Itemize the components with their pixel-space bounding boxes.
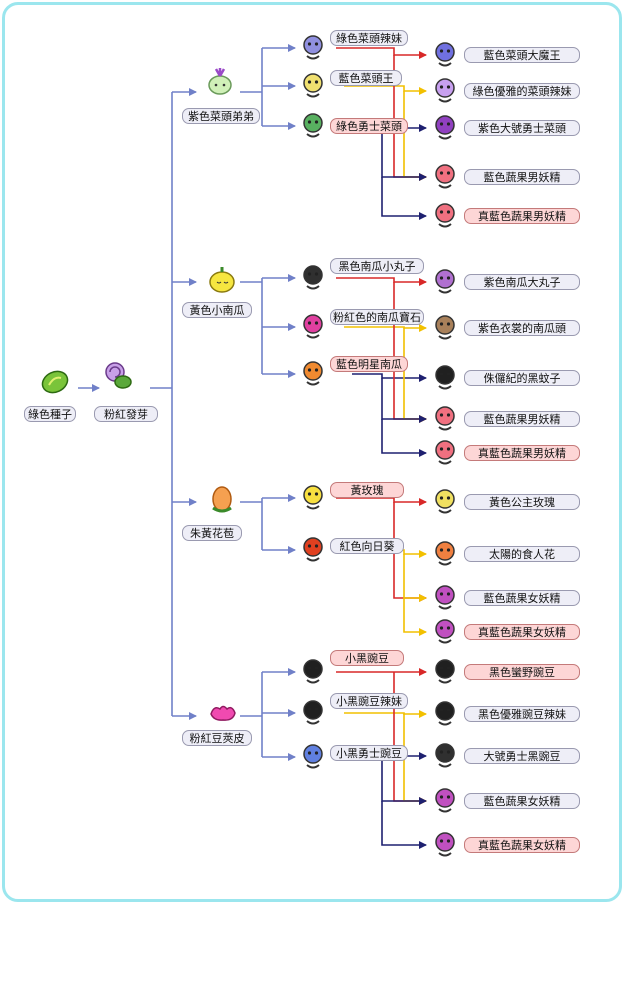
- branch-1-result-1-label: 藍色菜頭大魔王: [464, 47, 580, 63]
- branch-4-result-5-icon: [435, 832, 455, 857]
- branch-3-child-2-label: 紅色向日葵: [330, 538, 404, 554]
- branch-2-result-5-icon: [435, 440, 455, 465]
- branch-2-result-1-icon: [435, 269, 455, 294]
- branch-1-result-2-label: 綠色優雅的菜頭辣妹: [464, 83, 580, 99]
- branch-3-result-2-icon: [435, 541, 455, 566]
- branch-4-result-1-label: 黑色蠻野豌豆: [464, 664, 580, 680]
- sprout-label: 粉紅發芽: [94, 406, 158, 422]
- branch-1-result-4-icon: [435, 164, 455, 189]
- branch-2-result-2-icon: [435, 315, 455, 340]
- branch-2-result-4-icon: [435, 406, 455, 431]
- branch-1-child-1-label: 綠色菜頭辣妹: [330, 30, 408, 46]
- branch-1-result-3-label: 紫色大號勇士菜頭: [464, 120, 580, 136]
- branch-2-child-2-icon: [303, 314, 323, 339]
- branch-1-result-5-icon: [435, 203, 455, 228]
- branch-4-child-2-label: 小黑豌豆辣妹: [330, 693, 408, 709]
- branch-1-label: 紫色菜頭弟弟: [182, 108, 260, 124]
- connector-line: [403, 554, 427, 602]
- connector-line: [381, 177, 427, 220]
- branch-1-result-5-label: 真藍色蔬果男妖精: [464, 208, 580, 224]
- connector-line: [403, 598, 427, 636]
- branch-3-result-1-label: 黃色公主玫瑰: [464, 494, 580, 510]
- branch-4-result-4-label: 藍色蔬果女妖精: [464, 793, 580, 809]
- branch-2-result-4-label: 藍色蔬果男妖精: [464, 411, 580, 427]
- connector-line: [403, 714, 427, 805]
- branch-2-child-1-label: 黑色南瓜小丸子: [330, 258, 424, 274]
- branch-2-result-3-label: 侏儸紀的黑蚊子: [464, 370, 580, 386]
- connector-line: [336, 277, 427, 286]
- branch-4-result-1-icon: [435, 659, 455, 684]
- branch-3-result-3-label: 藍色蔬果女妖精: [464, 590, 580, 606]
- branch-4-result-4-icon: [435, 788, 455, 813]
- branch-2-result-3-icon: [435, 365, 455, 390]
- branch-1-result-4-label: 藍色蔬果男妖精: [464, 169, 580, 185]
- yellow-pumpkin-icon: [209, 267, 235, 293]
- branch-1-child-2-label: 藍色菜頭王: [330, 70, 402, 86]
- branch-3-child-2-icon: [303, 537, 323, 562]
- branch-4-result-3-label: 大號勇士黑豌豆: [464, 748, 580, 764]
- branch-1-result-3-icon: [435, 115, 455, 140]
- branch-2-child-2-label: 粉紅色的南瓜寶石: [330, 309, 424, 325]
- branch-4-result-5-label: 真藍色蔬果女妖精: [464, 837, 580, 853]
- pink-sprout-icon: [105, 362, 132, 389]
- branch-1-child-2-icon: [303, 73, 323, 98]
- connector-line: [344, 324, 427, 332]
- branch-4-child-1-label: 小黑豌豆: [330, 650, 404, 666]
- connector-line: [336, 47, 427, 59]
- branch-3-child-1-icon: [303, 485, 323, 510]
- branch-4-child-3-label: 小黑勇士豌豆: [330, 745, 408, 761]
- branch-4-result-2-label: 黑色優雅豌豆辣妹: [464, 706, 580, 722]
- branch-1-result-2-icon: [435, 78, 455, 103]
- branch-1-child-1-icon: [303, 35, 323, 60]
- branch-3-result-1-icon: [435, 489, 455, 514]
- branch-2-child-3-label: 藍色明星南瓜: [330, 356, 408, 372]
- branch-4-label: 粉紅豆莢皮: [182, 730, 252, 746]
- branch-2-result-2-label: 紫色衣裳的南瓜頭: [464, 320, 580, 336]
- branch-2-result-1-label: 紫色南瓜大丸子: [464, 274, 580, 290]
- branch-3-result-4-icon: [435, 619, 455, 644]
- connector-line: [344, 85, 427, 95]
- branch-3-result-4-label: 真藍色蔬果女妖精: [464, 624, 580, 640]
- branch-4-child-1-icon: [303, 659, 323, 684]
- connector-line: [336, 497, 427, 506]
- branch-3-result-2-label: 太陽的食人花: [464, 546, 580, 562]
- connector-line: [393, 282, 427, 423]
- branch-2-child-3-icon: [303, 361, 323, 386]
- connector-line: [403, 328, 427, 423]
- seed-label: 綠色種子: [24, 406, 76, 422]
- branch-2-label: 黃色小南瓜: [182, 302, 252, 318]
- connector-line: [393, 672, 427, 805]
- branch-4-child-2-icon: [303, 700, 323, 725]
- connector-line: [344, 710, 427, 718]
- connector-line: [381, 801, 427, 849]
- connector-line: [381, 419, 427, 457]
- branch-3-result-3-icon: [435, 585, 455, 610]
- green-seed-icon: [41, 370, 69, 394]
- connector-line: [352, 373, 427, 382]
- branch-4-child-3-icon: [303, 744, 323, 769]
- branch-3-child-1-label: 黃玫瑰: [330, 482, 404, 498]
- branch-1-result-1-icon: [435, 42, 455, 67]
- connector-line: [403, 91, 427, 181]
- branch-3-label: 朱黃花苞: [182, 525, 242, 541]
- branch-4-result-3-icon: [435, 743, 455, 768]
- branch-1-child-3-icon: [303, 113, 323, 138]
- branch-2-child-1-icon: [303, 265, 323, 290]
- purple-radish-brother-icon: [208, 68, 232, 95]
- branch-1-child-3-label: 綠色勇士菜頭: [330, 118, 408, 134]
- branch-4-result-2-icon: [435, 701, 455, 726]
- branch-2-result-5-label: 真藍色蔬果男妖精: [464, 445, 580, 461]
- pink-pod-icon: [210, 705, 236, 721]
- orange-bud-icon: [212, 486, 232, 513]
